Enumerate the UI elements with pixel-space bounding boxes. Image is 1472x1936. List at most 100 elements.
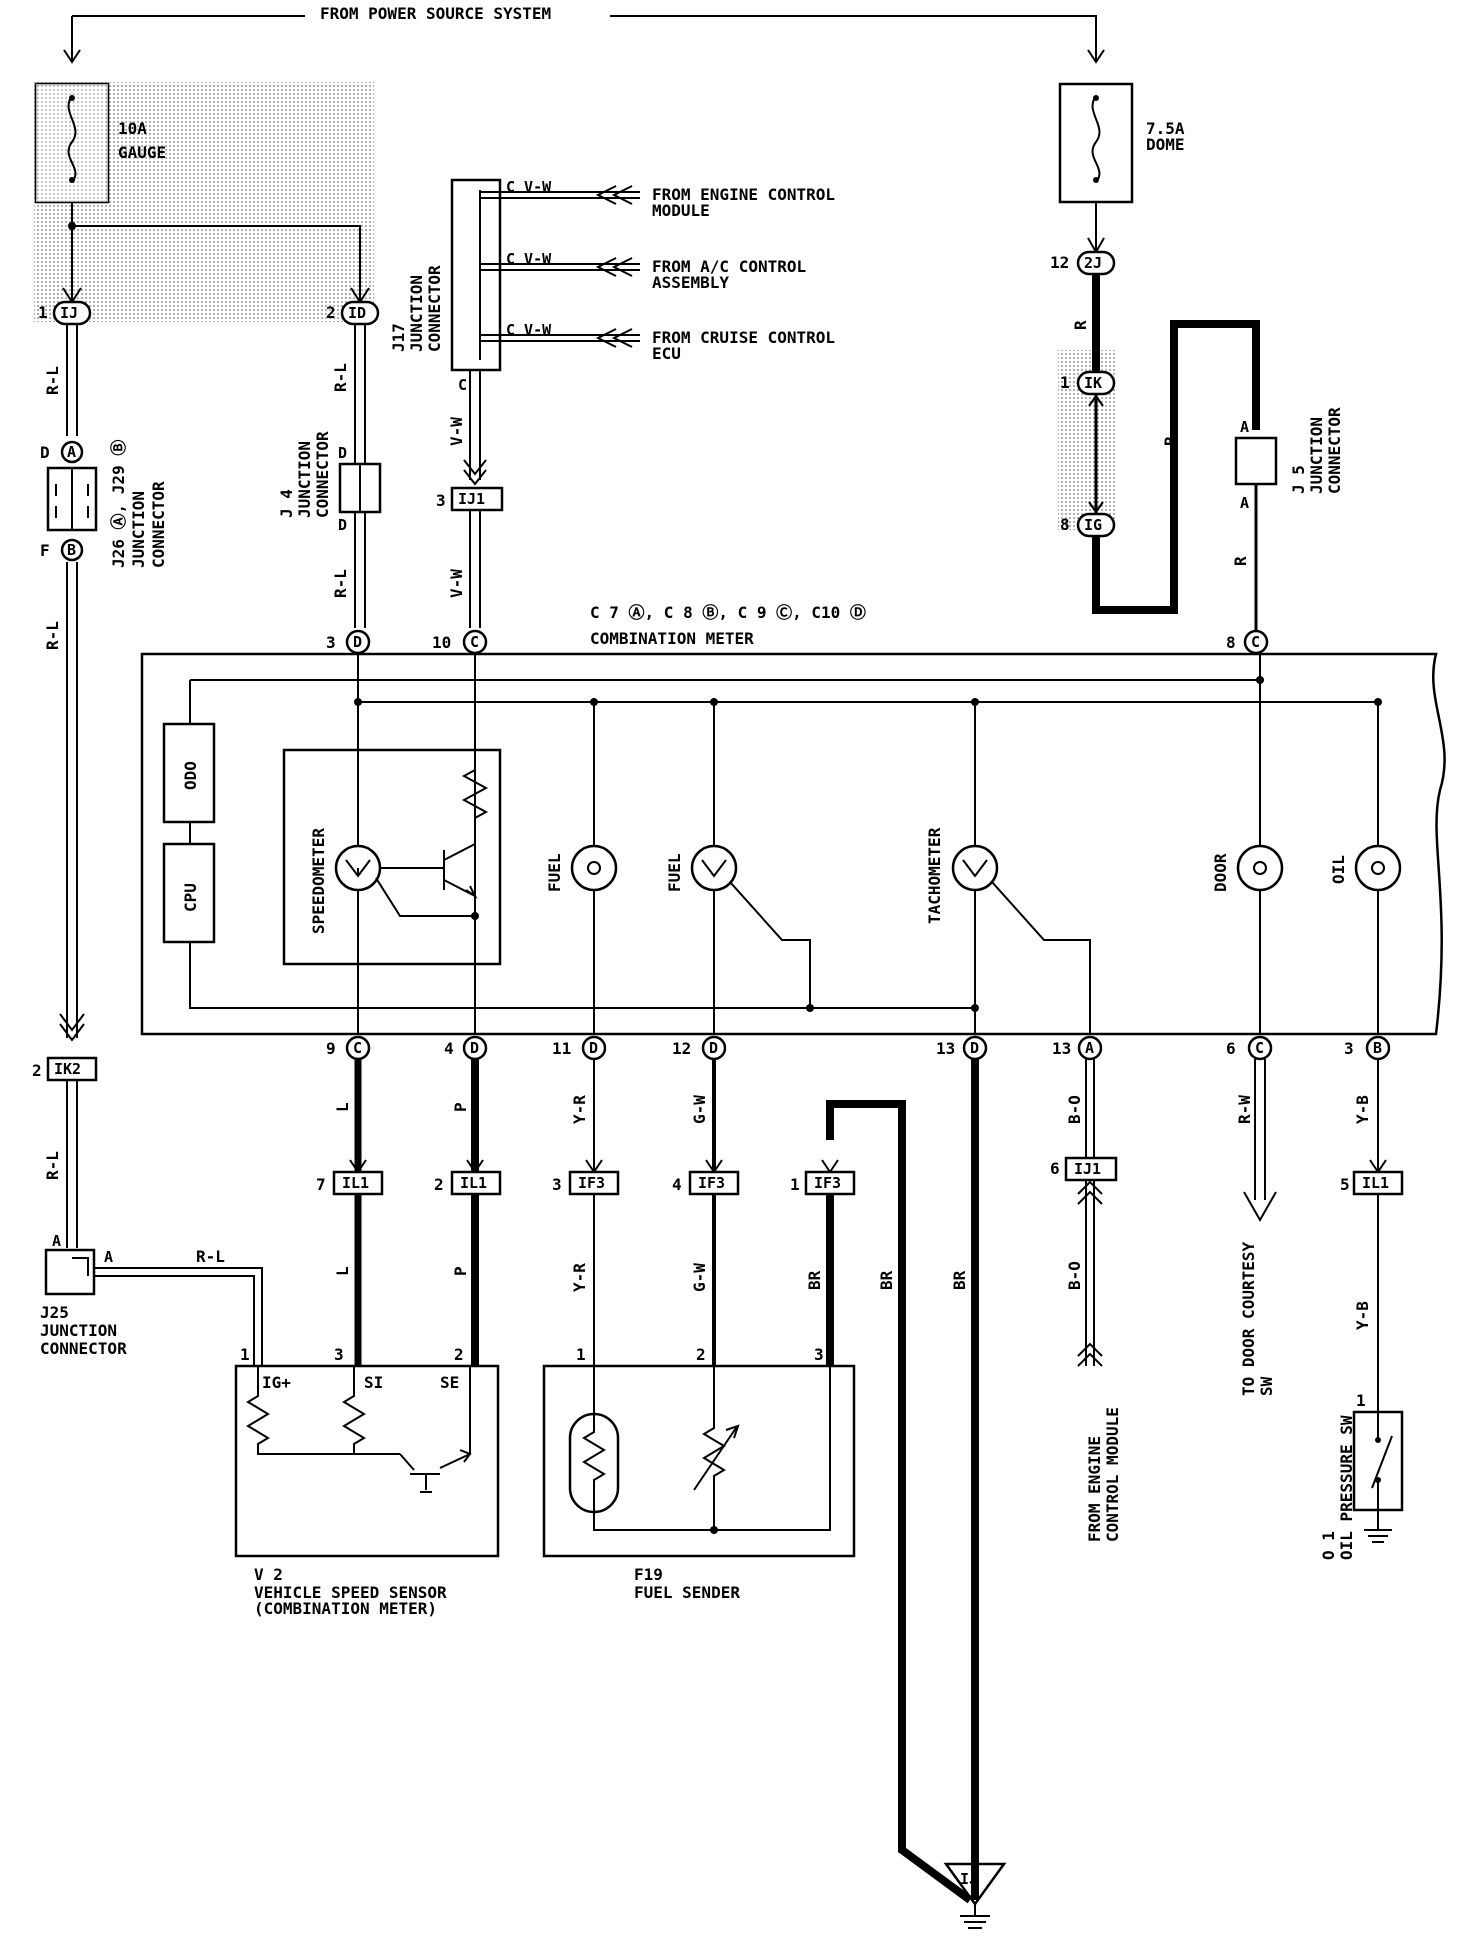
meter-odo: ODO [181, 761, 200, 790]
meter-oil-warning: OIL [1329, 698, 1402, 1034]
meter-pin-8c: 8 C [1226, 629, 1269, 655]
svg-text:JUNCTION: JUNCTION [129, 491, 148, 568]
svg-text:IJ: IJ [960, 1870, 978, 1888]
svg-text:D: D [338, 516, 347, 534]
meter-speedometer: SPEEDOMETER [309, 828, 328, 934]
svg-text:F19: F19 [634, 1565, 663, 1584]
svg-text:7.5A: 7.5A [1146, 119, 1185, 138]
vehicle-speed-sensor: 1 3 2 IG+ SI SE V 2 VEHICLE SPEED SENSOR… [234, 1345, 500, 1618]
svg-text:DOME: DOME [1146, 135, 1185, 154]
svg-text:P: P [451, 1102, 470, 1112]
meter-pin-10c: 10 C [432, 629, 488, 655]
svg-text:C 7 Ⓐ, C 8 Ⓑ, C 9 Ⓒ, C10 Ⓓ: C 7 Ⓐ, C 8 Ⓑ, C 9 Ⓒ, C10 Ⓓ [590, 603, 866, 622]
svg-text:1: 1 [240, 1345, 250, 1364]
svg-text:VEHICLE SPEED SENSOR: VEHICLE SPEED SENSOR [254, 1583, 447, 1602]
svg-text:1: 1 [1356, 1391, 1366, 1410]
svg-text:A: A [104, 1248, 113, 1266]
svg-text:V-W: V-W [447, 569, 466, 598]
svg-text:ECU: ECU [652, 344, 681, 363]
svg-text:F: F [40, 541, 50, 560]
svg-text:J17: J17 [389, 323, 408, 352]
connector-ij-top: 1 IJ [38, 300, 92, 326]
wires-below-meter: L L 7 IL1 P P 2 IL1 Y-R Y-R 3 IF3 G-W G-… [316, 1059, 1404, 1929]
svg-text:L: L [333, 1266, 352, 1276]
svg-text:8: 8 [1060, 515, 1070, 534]
meter-pin-6c: 6 C [1226, 1035, 1273, 1061]
svg-text:JUNCTION: JUNCTION [40, 1321, 117, 1340]
svg-text:CONNECTOR: CONNECTOR [313, 431, 332, 518]
svg-text:C: C [1255, 1039, 1264, 1057]
meter-fuel-gauge: FUEL [665, 698, 814, 1034]
svg-text:7: 7 [316, 1175, 326, 1194]
meter-pin-12d: 12 D [672, 1035, 727, 1061]
svg-text:CONNECTOR: CONNECTOR [40, 1339, 127, 1358]
svg-text:J25: J25 [40, 1303, 69, 1322]
to-door-courtesy-a: TO DOOR COURTESY [1239, 1242, 1258, 1396]
combination-meter: C 7 Ⓐ, C 8 Ⓑ, C 9 Ⓒ, C10 Ⓓ COMBINATION M… [140, 603, 1446, 1061]
svg-text:DOOR: DOOR [1211, 853, 1230, 892]
meter-pin-9c: 9 C [326, 1035, 371, 1061]
svg-text:2: 2 [454, 1345, 464, 1364]
svg-text:JUNCTION: JUNCTION [1307, 417, 1326, 494]
svg-text:CONNECTOR: CONNECTOR [1325, 407, 1344, 494]
fuse-dome: 7.5A DOME [1058, 82, 1185, 255]
svg-text:A: A [67, 443, 76, 461]
power-source-label: FROM POWER SOURCE SYSTEM [320, 4, 551, 23]
connector-j17: C V-W C V-W C V-W FROM ENGINE CONTROL MO… [389, 178, 835, 394]
svg-text:IJ: IJ [60, 304, 78, 322]
svg-text:FUEL: FUEL [545, 853, 564, 892]
svg-text:B: B [1373, 1039, 1382, 1057]
svg-text:D: D [970, 1039, 979, 1057]
svg-text:BR: BR [950, 1270, 969, 1290]
svg-text:R-L: R-L [43, 366, 62, 395]
svg-text:J26 Ⓐ, J29 Ⓑ: J26 Ⓐ, J29 Ⓑ [109, 440, 128, 568]
meter-tachometer: TACHOMETER [925, 698, 1091, 1034]
svg-text:TACHOMETER: TACHOMETER [925, 827, 944, 924]
svg-text:Y-B: Y-B [1353, 1095, 1372, 1124]
svg-text:IG: IG [1084, 516, 1102, 534]
svg-text:3: 3 [436, 491, 446, 510]
svg-text:2: 2 [434, 1175, 444, 1194]
svg-text:IL1: IL1 [1362, 1174, 1389, 1192]
svg-text:12: 12 [672, 1039, 691, 1058]
svg-text:8: 8 [1226, 633, 1236, 652]
svg-text:IL1: IL1 [460, 1174, 487, 1192]
svg-text:IJ1: IJ1 [458, 490, 485, 508]
svg-text:3: 3 [814, 1345, 824, 1364]
svg-text:G-W: G-W [690, 1263, 709, 1292]
meter-pin-13d: 13 D [936, 1035, 988, 1061]
power-source-line: FROM POWER SOURCE SYSTEM [63, 4, 1105, 64]
svg-text:IF3: IF3 [578, 1174, 605, 1192]
svg-text:13: 13 [1052, 1039, 1071, 1058]
svg-text:C: C [1251, 633, 1260, 651]
svg-text:R: R [1231, 556, 1250, 566]
svg-text:9: 9 [326, 1039, 336, 1058]
svg-text:6: 6 [1050, 1159, 1060, 1178]
connector-j25: A A J25 JUNCTION CONNECTOR R-L [40, 1232, 263, 1366]
svg-text:3: 3 [326, 633, 336, 652]
svg-text:R-W: R-W [1235, 1095, 1254, 1124]
svg-text:D: D [589, 1039, 598, 1057]
svg-text:A: A [1240, 494, 1249, 512]
svg-text:ASSEMBLY: ASSEMBLY [652, 273, 729, 292]
svg-text:R-L: R-L [43, 621, 62, 650]
svg-text:R-L: R-L [43, 1151, 62, 1180]
svg-text:R-L: R-L [331, 363, 350, 392]
svg-text:ID: ID [348, 304, 366, 322]
svg-text:3: 3 [334, 1345, 344, 1364]
svg-text:OIL PRESSURE SW: OIL PRESSURE SW [1337, 1415, 1356, 1560]
svg-text:SE: SE [440, 1373, 459, 1392]
svg-text:C: C [470, 633, 479, 651]
svg-text:5: 5 [1340, 1175, 1350, 1194]
svg-text:10: 10 [432, 633, 451, 652]
svg-text:6: 6 [1226, 1039, 1236, 1058]
svg-text:D: D [353, 633, 362, 651]
svg-text:JUNCTION: JUNCTION [295, 441, 314, 518]
svg-text:Y-B: Y-B [1353, 1301, 1372, 1330]
svg-text:A: A [52, 1232, 61, 1250]
fuse-gauge-rating: 10A [118, 119, 147, 138]
meter-cpu: CPU [181, 883, 200, 912]
svg-text:3: 3 [1344, 1039, 1354, 1058]
svg-text:C: C [353, 1039, 362, 1057]
